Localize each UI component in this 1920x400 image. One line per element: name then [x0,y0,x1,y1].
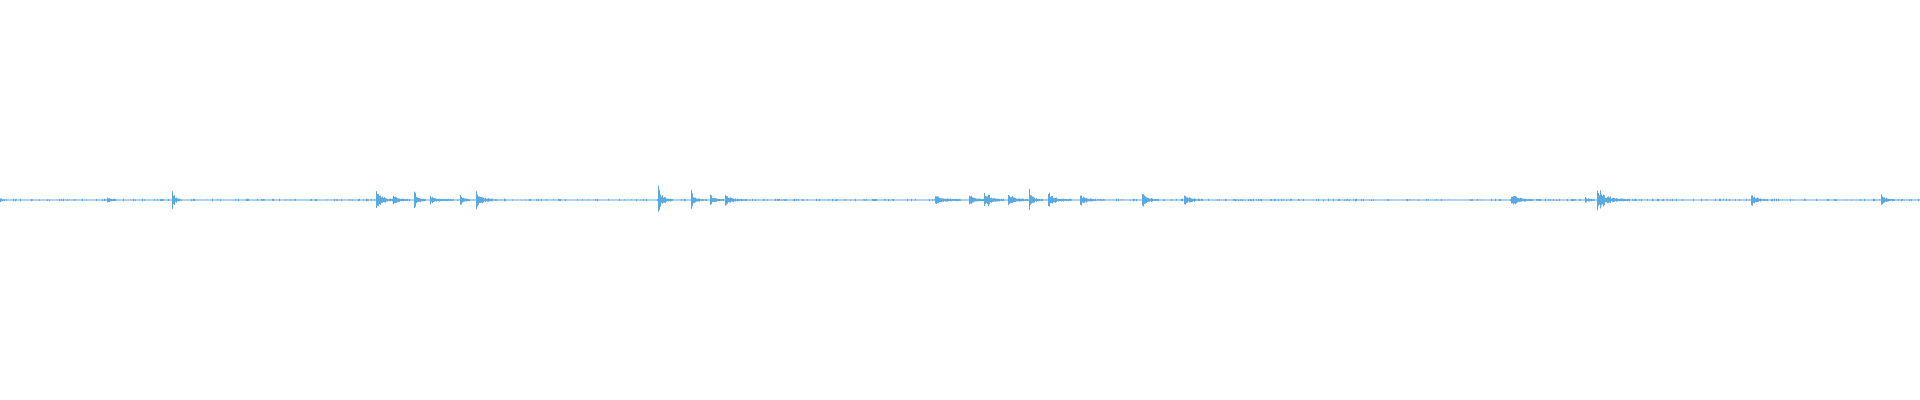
waveform-trace [0,185,1920,212]
waveform-samples [0,185,1920,212]
